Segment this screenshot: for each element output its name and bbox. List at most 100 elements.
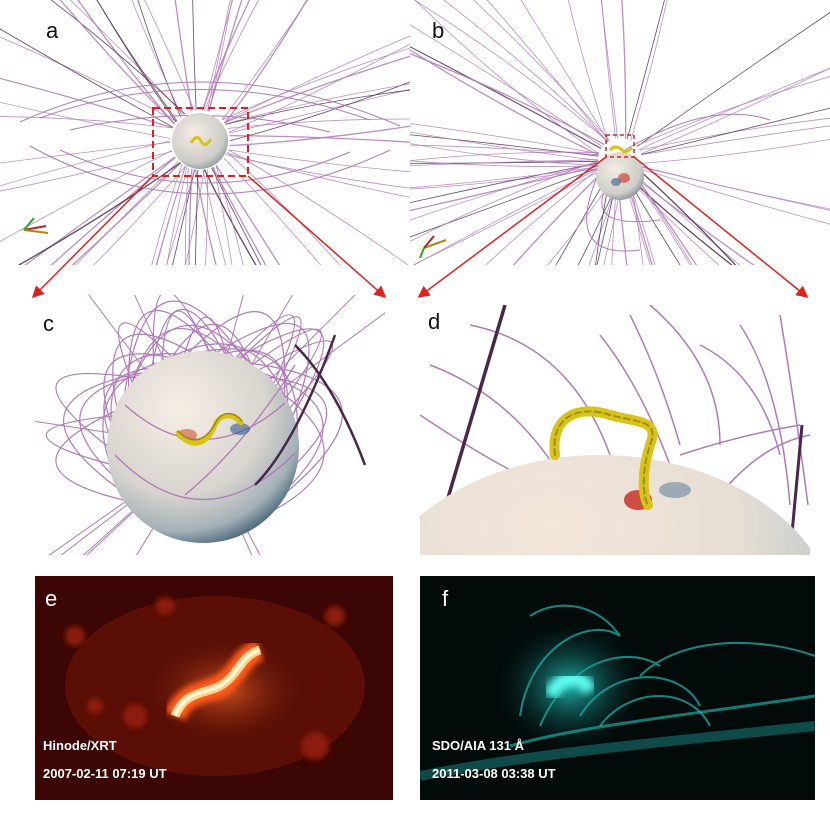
field-line [203,0,234,111]
field-line [637,11,830,147]
panel-d-letter: d [428,309,441,334]
field-line [628,180,656,265]
field-line [603,181,622,265]
panel-a-flux-rope [189,136,213,146]
field-line [86,511,134,555]
field-line [228,43,410,133]
field-line [235,314,296,384]
panel-c-letter: c [43,311,54,336]
panel-b: b [410,0,830,265]
field-line [228,149,410,173]
panel-c-sphere [107,351,299,543]
field-line [626,0,665,140]
field-line [63,371,145,489]
field-line [410,24,603,148]
field-line [211,167,262,265]
field-line [410,134,599,157]
field-line [229,81,410,142]
field-line [0,28,174,128]
field-line [0,141,171,164]
field-line [410,53,605,146]
field-line [192,0,197,111]
field-line [410,46,602,150]
field-line [520,0,609,142]
panel-b-flux-rope [608,145,634,154]
field-line [250,295,294,366]
field-line [224,35,410,123]
field-line [209,0,233,112]
field-line [201,348,298,435]
panel-e-timestamp: 2007-02-11 07:19 UT [43,766,167,781]
field-line [641,138,830,164]
field-line [641,107,830,155]
panel-c: c [35,295,385,555]
field-line [137,0,181,118]
field-line [601,0,616,139]
panel-c-flux-rope [175,412,244,446]
field-line [110,353,182,422]
field-line [410,131,599,161]
field-line [239,316,302,387]
field-line [410,161,599,221]
panel-f-image [420,604,815,781]
panel-c-field-lines [35,295,385,555]
field-line [413,167,600,265]
panel-a-letter: a [46,18,59,43]
panel-f-timestamp: 2011-03-08 03:38 UT [432,766,556,781]
field-line [225,83,410,125]
field-line [634,176,755,265]
field-line [555,177,608,265]
panel-d: d [420,305,810,555]
field-line [640,166,830,211]
field-line [50,156,176,265]
field-line [201,0,251,111]
panel-f-instrument: SDO/AIA 131 Å [432,738,524,753]
field-line [600,0,618,139]
field-line [269,295,356,381]
field-line [634,176,691,265]
field-line [24,156,176,265]
panel-e: e Hinode/XRT 2007-02-11 07:19 UT [35,576,393,800]
field-line [144,0,195,111]
field-line [635,175,693,265]
field-line [77,0,175,125]
field-line [59,0,176,125]
field-line [194,169,199,265]
panel-b-field-lines [410,0,830,265]
field-line [202,169,227,265]
field-line [229,134,410,143]
field-line [134,295,165,361]
field-line [188,168,193,265]
field-line [127,310,218,388]
field-line [225,89,410,125]
panel-e-instrument: Hinode/XRT [43,738,117,753]
field-line [640,166,830,210]
field-line [241,533,253,555]
panel-a: a [0,0,410,265]
field-line [621,0,627,139]
field-line [156,166,186,265]
field-line [172,169,196,265]
field-line [227,118,410,129]
field-line [226,154,410,189]
field-line [0,36,177,122]
field-line [410,162,599,204]
field-line [410,144,599,156]
field-line [213,166,233,265]
field-line [410,143,599,167]
field-line [79,374,142,476]
field-line [136,527,154,555]
field-line [267,376,328,464]
field-line [131,0,183,117]
field-line [229,125,410,147]
field-line [547,180,613,265]
field-line [102,361,162,462]
field-line [161,310,211,362]
field-line [247,362,343,493]
field-line [226,295,244,356]
field-line [226,152,410,198]
field-line [639,117,830,151]
panel-f: f SDO/AIA 131 Å 2011-03-08 03:38 UT [420,576,815,800]
field-line [222,349,289,404]
field-line [207,0,231,112]
